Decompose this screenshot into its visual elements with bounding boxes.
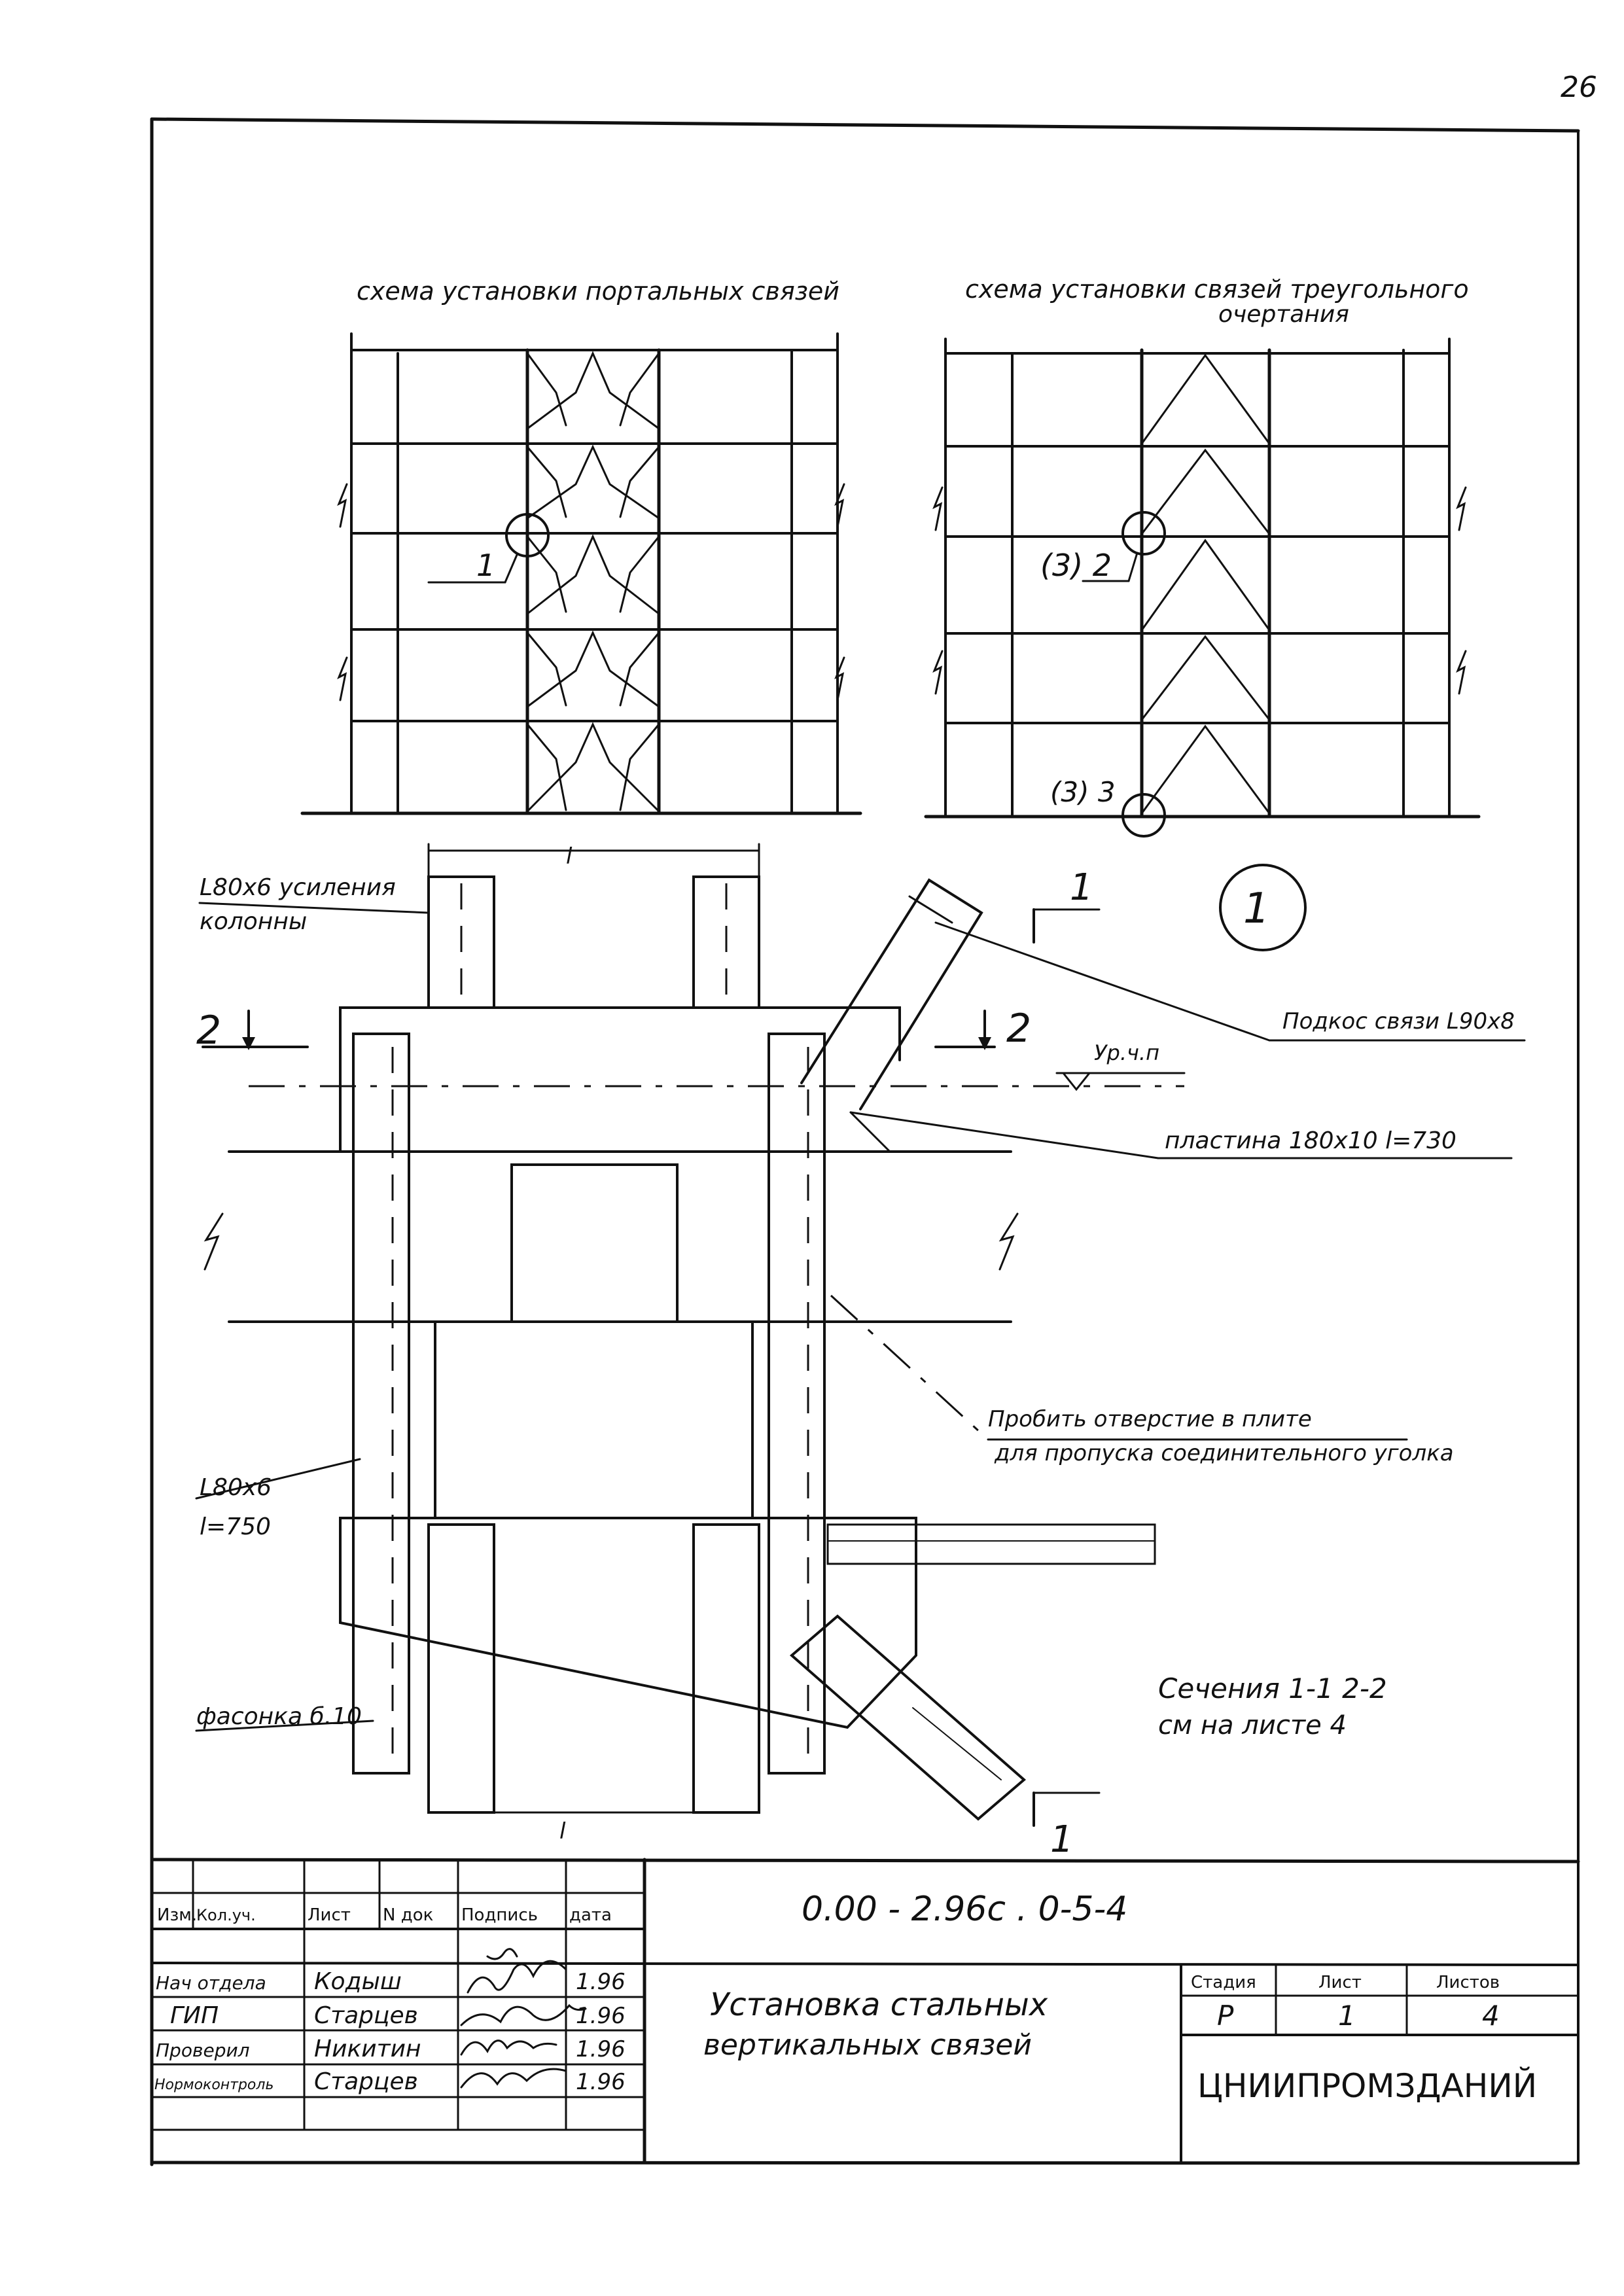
triangular-node3-label: (3) 3 <box>1050 776 1116 808</box>
organization-name: ЦНИИПРОМЗДАНИЙ <box>1197 2066 1537 2105</box>
title-line-2: вертикальных связей <box>703 2028 1032 2062</box>
label-angle-reinforcement: L80x6 усиления <box>200 874 396 901</box>
sheets-value: 4 <box>1482 2000 1500 2032</box>
node-number: 1 <box>1243 885 1270 933</box>
row3-name: Никитин <box>314 2036 421 2062</box>
label-hole-2: для пропуска соединительного уголка <box>994 1440 1454 1466</box>
node-detail-drawing <box>195 843 1526 1827</box>
row2-role: ГИП <box>170 2002 219 2029</box>
label-angle-short: L80x6 <box>200 1474 272 1501</box>
header-sheet: Лист <box>308 1905 351 1925</box>
row4-role: Нормоконтроль <box>154 2077 274 2093</box>
stage-value: Р <box>1217 2000 1234 2032</box>
label-sections-1: Сечения 1-1 2-2 <box>1158 1672 1387 1704</box>
row2-name: Старцев <box>314 2002 418 2029</box>
header-change: Изм. <box>157 1905 197 1925</box>
sheet-frame <box>150 117 1580 2166</box>
row1-name: Кодыш <box>314 1968 402 1995</box>
title-line-1: Установка стальных <box>710 1987 1048 2023</box>
section-mark-2-left: 2 <box>196 1008 221 1053</box>
portal-scheme-title: схема установки портальных связей <box>357 277 839 306</box>
section-mark-1-top: 1 <box>1070 866 1093 909</box>
triangular-node2-label: (3) 2 <box>1040 548 1112 583</box>
label-plate: пластина 180x10 l=730 <box>1165 1127 1456 1154</box>
row1-date: 1.96 <box>576 1969 626 1995</box>
label-level: Ур.ч.п <box>1094 1040 1159 1065</box>
title-block-grid <box>150 1858 1580 2164</box>
stage-header: Стадия <box>1191 1973 1256 1992</box>
row1-role: Нач отдела <box>156 1972 266 1994</box>
sheet-value: 1 <box>1338 2000 1356 2032</box>
triangular-scheme-title-2: очертания <box>1218 301 1349 328</box>
sheets-header: Листов <box>1436 1973 1500 1992</box>
signatures <box>460 1948 587 2089</box>
row3-date: 1.96 <box>576 2036 626 2062</box>
header-date: дата <box>569 1905 612 1925</box>
portal-node-label: 1 <box>476 548 495 583</box>
label-brace: Подкос связи L90x8 <box>1282 1008 1515 1034</box>
dim-bottom: l <box>559 1818 566 1845</box>
header-doc: N док <box>383 1905 433 1925</box>
drawing-code: 0.00 - 2.96с . 0-5-4 <box>802 1890 1127 1929</box>
row3-role: Проверил <box>156 2040 250 2061</box>
header-signature: Подпись <box>461 1905 538 1925</box>
label-angle-reinforcement-2: колонны <box>200 908 307 935</box>
triangular-scheme-title-1: схема установки связей треугольного <box>965 275 1469 304</box>
section-mark-2-right: 2 <box>1006 1006 1031 1051</box>
row2-date: 1.96 <box>576 2003 626 2029</box>
row4-date: 1.96 <box>576 2069 626 2095</box>
header-qty: Кол.уч. <box>196 1906 256 1924</box>
section-mark-1-bottom: 1 <box>1050 1818 1074 1861</box>
row4-name: Старцев <box>314 2068 418 2095</box>
triangular-scheme <box>924 338 1481 838</box>
label-gusset: фасонка б.10 <box>196 1703 362 1730</box>
portal-scheme <box>300 332 862 815</box>
sheet-header: Лист <box>1318 1973 1362 1992</box>
label-sections-2: см на листе 4 <box>1158 1710 1347 1740</box>
dim-top: l <box>566 843 573 870</box>
page-number: 26 <box>1561 71 1597 104</box>
label-hole-1: Пробить отверстие в плите <box>988 1406 1312 1432</box>
label-angle-short-length: l=750 <box>200 1513 271 1540</box>
